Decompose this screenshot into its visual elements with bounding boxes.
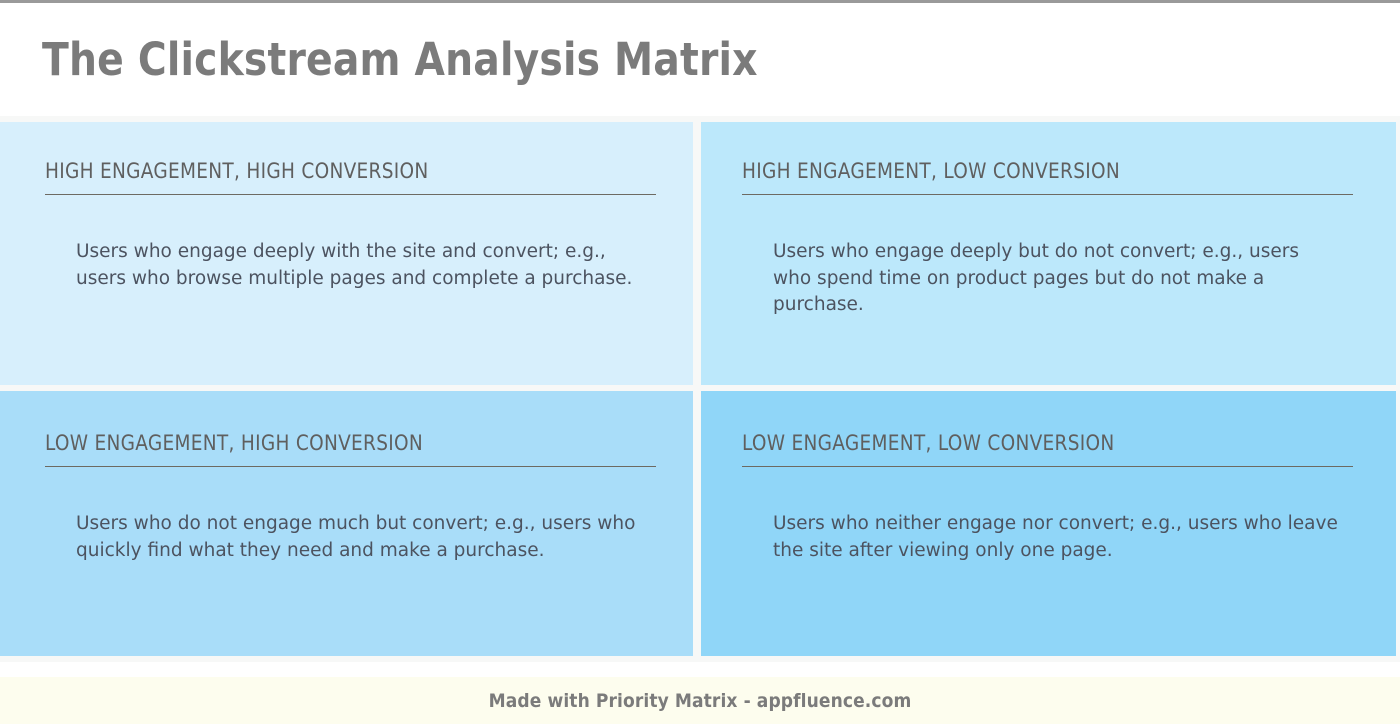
quadrant-divider xyxy=(742,194,1353,196)
page-footer: Made with Priority Matrix - appfluence.c… xyxy=(0,677,1400,724)
quadrant-description: Users who neither engage nor convert; e.… xyxy=(773,513,1338,561)
quadrant-title: HIGH ENGAGEMENT, LOW CONVERSION xyxy=(742,159,1121,183)
quadrant-high-engagement-high-conversion[interactable]: HIGH ENGAGEMENT, HIGH CONVERSION Users w… xyxy=(0,116,697,388)
quadrant-content: LOW ENGAGEMENT, HIGH CONVERSION Users wh… xyxy=(45,431,656,652)
quadrant-matrix: HIGH ENGAGEMENT, HIGH CONVERSION Users w… xyxy=(0,116,1400,662)
quadrant-title: LOW ENGAGEMENT, LOW CONVERSION xyxy=(742,431,1115,455)
quadrant-title: LOW ENGAGEMENT, HIGH CONVERSION xyxy=(45,431,424,455)
quadrant-background xyxy=(701,122,1396,385)
page-header: The Clickstream Analysis Matrix xyxy=(0,3,1400,116)
quadrant-content: LOW ENGAGEMENT, LOW CONVERSION Users who… xyxy=(742,431,1356,652)
quadrant-description: Users who do not engage much but convert… xyxy=(76,513,636,561)
quadrant-content: HIGH ENGAGEMENT, LOW CONVERSION Users wh… xyxy=(742,159,1356,378)
footer-attribution[interactable]: Made with Priority Matrix - appfluence.c… xyxy=(488,689,912,712)
quadrant-content: HIGH ENGAGEMENT, HIGH CONVERSION Users w… xyxy=(45,159,656,378)
quadrant-background xyxy=(0,122,693,385)
page-title: The Clickstream Analysis Matrix xyxy=(42,33,758,86)
quadrant-divider xyxy=(742,466,1353,468)
quadrant-divider xyxy=(45,194,656,196)
quadrant-background xyxy=(0,391,693,656)
quadrant-low-engagement-high-conversion[interactable]: LOW ENGAGEMENT, HIGH CONVERSION Users wh… xyxy=(0,388,697,662)
quadrant-divider xyxy=(45,466,656,468)
quadrant-description: Users who engage deeply but do not conve… xyxy=(773,241,1300,315)
quadrant-title: HIGH ENGAGEMENT, HIGH CONVERSION xyxy=(45,159,429,183)
quadrant-description: Users who engage deeply with the site an… xyxy=(76,241,633,289)
quadrant-high-engagement-low-conversion[interactable]: HIGH ENGAGEMENT, LOW CONVERSION Users wh… xyxy=(697,116,1400,388)
footer-spacer xyxy=(0,662,1400,677)
quadrant-background xyxy=(701,391,1396,656)
quadrant-low-engagement-low-conversion[interactable]: LOW ENGAGEMENT, LOW CONVERSION Users who… xyxy=(697,388,1400,662)
